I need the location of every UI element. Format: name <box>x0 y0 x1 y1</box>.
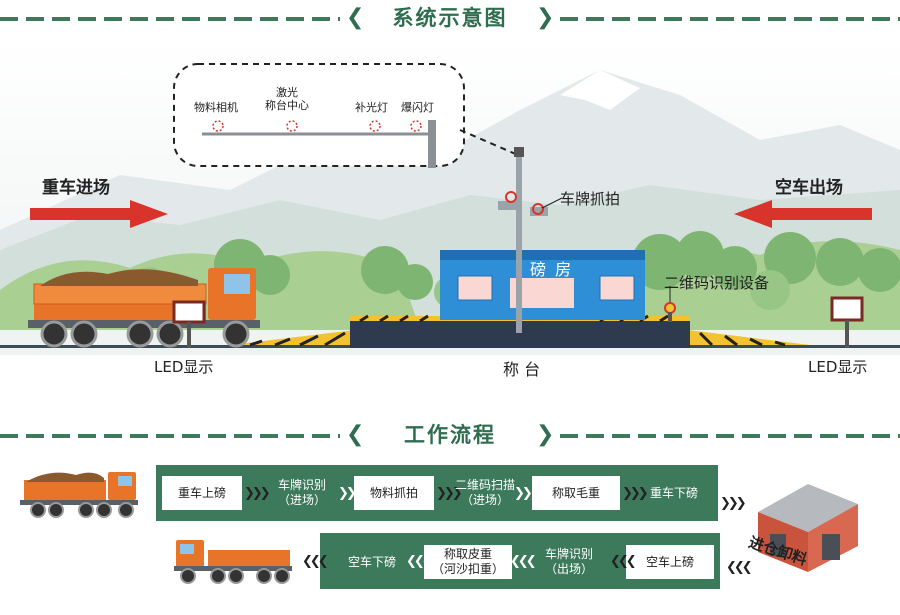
warehouse-icon <box>758 484 858 572</box>
led-display-right-icon <box>830 296 864 348</box>
step-empty-off-scale: 空车下磅 <box>347 554 396 569</box>
camera-icon <box>498 191 548 216</box>
entry-label: 重车进场 <box>42 178 110 198</box>
booth-label: 磅 房 <box>530 260 574 279</box>
flow-arrow-icon: ❮❮❮ <box>726 560 753 575</box>
exit-label: 空车出场 <box>775 178 843 198</box>
flow-arrow-icon: ❯❯❯ <box>436 486 463 501</box>
flow-arrow-icon: ❯❯❯ <box>622 486 649 501</box>
flow-arrow-icon: ❮❮❮ <box>510 554 537 569</box>
step-plate-in: 车牌识别 （进场） <box>277 478 326 507</box>
entry-arrow-icon <box>30 200 168 228</box>
step-material-capture: 物料抓拍 <box>354 476 434 510</box>
step-loaded-on-scale: 重车上磅 <box>162 476 242 510</box>
qr-device-label: 二维码识别设备 <box>664 274 770 292</box>
laser-center-label: 激光 称台中心 <box>265 86 309 112</box>
flow-arrow-icon: ❮❮❮ <box>302 554 329 569</box>
material-camera-label: 物料相机 <box>194 101 238 114</box>
empty-truck-icon <box>174 540 292 584</box>
led-display-left-label: LED显示 <box>154 358 214 376</box>
plate-camera-pole <box>498 147 548 333</box>
section-title: 系统示意图 <box>392 6 508 30</box>
header-process: ❮ 工作流程 ❯ <box>0 419 900 451</box>
exit-arrow-icon <box>734 200 872 228</box>
led-display-right-label: LED显示 <box>808 358 868 376</box>
loaded-truck-small-icon <box>20 472 138 518</box>
plate-camera-label: 车牌抓拍 <box>560 190 621 208</box>
scale-label: 称 台 <box>503 360 541 379</box>
header-system: ❮ 系统示意图 ❯ <box>0 2 900 34</box>
step-tare-weight: 称取皮重 （河沙扣重） <box>424 545 512 579</box>
led-display-left-icon <box>172 300 206 348</box>
step-qr-in: 二维码扫描 （进场） <box>454 478 515 507</box>
loaded-truck-icon <box>28 268 260 348</box>
section-title-process: 工作流程 <box>404 423 496 447</box>
fill-light-label: 补光灯 <box>355 101 388 114</box>
workflow-row-1 <box>156 465 718 521</box>
camera-callout <box>173 63 519 168</box>
flow-arrow-icon: ❮❮❮ <box>406 554 433 569</box>
strobe-light-label: 爆闪灯 <box>401 101 434 114</box>
flow-arrow-icon: ❯❯❯ <box>244 486 271 501</box>
plate-camera-pointer <box>541 197 563 209</box>
flow-arrow-icon: ❯❯❯ <box>720 496 747 511</box>
step-gross-weight: 称取毛重 <box>532 476 620 510</box>
step-empty-on-scale: 空车上磅 <box>626 545 714 579</box>
flow-arrow-icon: ❮❮❮ <box>610 554 637 569</box>
step-plate-out: 车牌识别 （出场） <box>544 547 593 576</box>
step-loaded-off-scale: 重车下磅 <box>649 485 698 500</box>
qr-device-icon <box>664 286 676 322</box>
